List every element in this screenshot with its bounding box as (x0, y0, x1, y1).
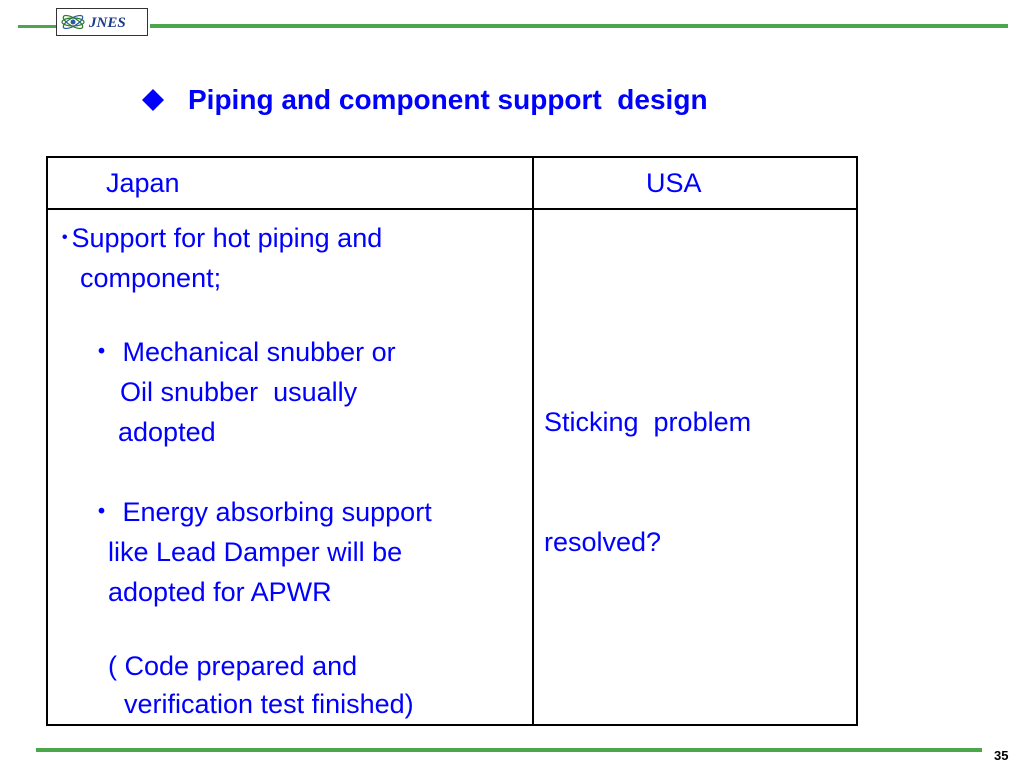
japan-line: ・ Energy absorbing support (88, 497, 432, 527)
comparison-table: Japan USA ･Support for hot piping and co… (46, 156, 858, 726)
atom-icon: JNES (61, 14, 126, 31)
usa-line: resolved? (544, 527, 662, 557)
logo-text: JNES (88, 15, 126, 31)
top-rule-left (18, 25, 56, 28)
column-divider (532, 158, 534, 724)
page-number: 35 (994, 748, 1009, 763)
jnes-logo: JNES (56, 8, 148, 36)
japan-line: ･Support for hot piping and (58, 223, 383, 253)
usa-line: Sticking problem (544, 407, 752, 437)
column-header-japan: Japan (106, 168, 180, 198)
header-divider (48, 208, 856, 210)
column-header-usa: USA (646, 168, 702, 198)
japan-line: ( Code prepared and (108, 651, 358, 681)
slide-title: Piping and component support design (188, 84, 708, 115)
title-row: Piping and component support design (140, 80, 708, 120)
japan-line: Oil snubber usually (120, 377, 358, 407)
japan-line: ・ Mechanical snubber or (88, 337, 396, 367)
diamond-icon (140, 87, 166, 113)
japan-line: like Lead Damper will be (108, 537, 403, 567)
bottom-rule (36, 748, 982, 752)
japan-line: adopted for APWR (108, 577, 332, 607)
japan-line: adopted (118, 417, 216, 447)
top-rule-right (150, 24, 1008, 28)
japan-line: verification test finished) (124, 689, 414, 719)
japan-line: component; (80, 263, 222, 293)
usa-cell-text: Sticking problem resolved? (544, 322, 751, 642)
